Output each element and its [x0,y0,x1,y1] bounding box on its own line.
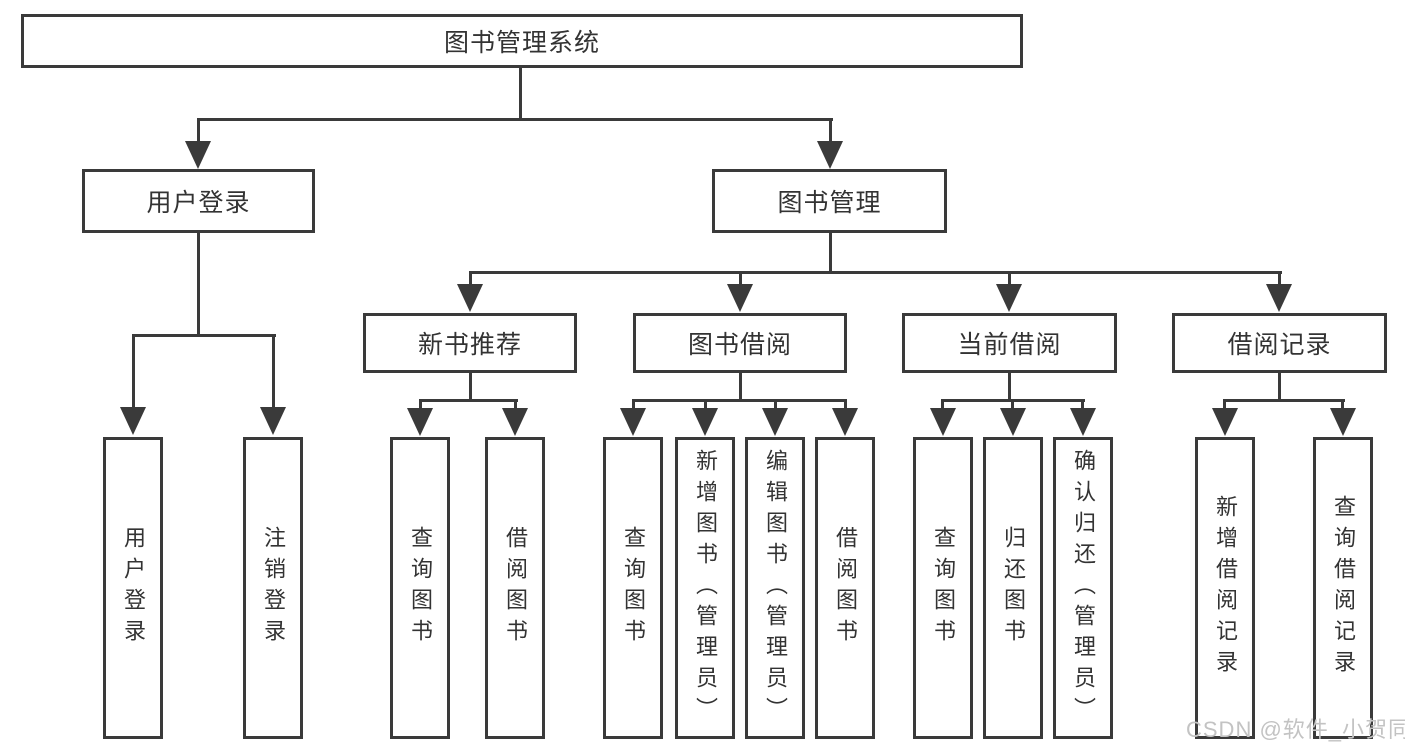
node-label: 当前借阅 [957,331,1062,359]
arrowhead-icon [502,408,528,436]
connector-line [1008,271,1011,288]
arrowhead-icon [727,284,753,312]
node-system-root: 图书管理系统 [21,14,1023,68]
arrowhead-icon [457,284,483,312]
connector-line [272,334,275,412]
connector-line [1223,399,1226,412]
leaf-logout: 注销登录 [243,437,303,739]
node-label: 注销登录 [261,526,286,650]
connector-line [632,399,635,412]
connector-line [519,68,522,121]
connector-line [514,399,517,412]
leaf-edit-books-admin: 编辑图书（管理员） [745,437,805,739]
leaf-query-books-current: 查询图书 [913,437,973,739]
arrowhead-icon [996,284,1022,312]
node-label: 用户登录 [121,526,146,650]
connector-line [197,118,200,146]
connector-line [774,399,777,412]
leaf-user-login: 用户登录 [103,437,163,739]
arrowhead-icon [620,408,646,436]
arrowhead-icon [260,407,286,435]
node-label: 借阅图书 [833,526,858,650]
arrowhead-icon [1070,408,1096,436]
node-label: 查询图书 [408,526,433,650]
node-label: 归还图书 [1001,526,1026,650]
node-current-borrowing: 当前借阅 [902,313,1117,373]
connector-line [704,399,707,412]
connector-line [469,271,472,288]
connector-line [1011,399,1014,412]
node-user-login: 用户登录 [82,169,315,233]
connector-line [419,399,422,412]
connector-line [469,373,472,402]
node-label: 确认归还（管理员） [1071,448,1096,728]
arrowhead-icon [1266,284,1292,312]
leaf-borrow-books-new: 借阅图书 [485,437,545,739]
connector-line [632,399,847,402]
connector-line [197,118,833,121]
arrowhead-icon [120,407,146,435]
arrowhead-icon [692,408,718,436]
arrowhead-icon [185,141,211,169]
node-label: 查询图书 [621,526,646,650]
leaf-confirm-return-admin: 确认归还（管理员） [1053,437,1113,739]
node-label: 新增图书（管理员） [693,448,718,728]
leaf-query-books-new: 查询图书 [390,437,450,739]
connector-line [1278,271,1281,288]
arrowhead-icon [762,408,788,436]
arrowhead-icon [817,141,843,169]
connector-line [739,271,742,288]
arrowhead-icon [930,408,956,436]
connector-line [419,399,518,402]
connector-line [469,271,1282,274]
node-label: 新增借阅记录 [1213,495,1238,681]
connector-line [1008,373,1011,402]
node-book-management: 图书管理 [712,169,947,233]
arrowhead-icon [1212,408,1238,436]
connector-line [1224,399,1345,402]
node-label: 查询借阅记录 [1331,495,1356,681]
connector-line [1278,373,1281,402]
connector-line [941,399,944,412]
node-label: 图书管理系统 [443,29,600,57]
connector-line [829,118,832,146]
node-label: 借阅图书 [503,526,528,650]
connector-line [132,334,135,412]
leaf-return-books: 归还图书 [983,437,1043,739]
leaf-borrow-books-borrow: 借阅图书 [815,437,875,739]
node-label: 借阅记录 [1227,331,1332,359]
node-new-book-recommendation: 新书推荐 [363,313,577,373]
leaf-add-books-admin: 新增图书（管理员） [675,437,735,739]
node-label: 新书推荐 [417,331,522,359]
connector-line [1341,399,1344,412]
leaf-query-books-borrow: 查询图书 [603,437,663,739]
leaf-add-borrow-record: 新增借阅记录 [1195,437,1255,739]
node-label: 图书管理 [777,189,882,217]
arrowhead-icon [1330,408,1356,436]
connector-line [1081,399,1084,412]
arrowhead-icon [1000,408,1026,436]
watermark: CSDN @软件_小贺同学 [1186,717,1405,742]
node-book-borrowing: 图书借阅 [633,313,847,373]
connector-line [829,233,832,274]
connector-line [132,334,276,337]
arrowhead-icon [832,408,858,436]
connector-line [739,373,742,402]
arrowhead-icon [407,408,433,436]
node-label: 查询图书 [931,526,956,650]
node-label: 编辑图书（管理员） [763,448,788,728]
node-borrowing-records: 借阅记录 [1172,313,1387,373]
node-label: 图书借阅 [687,331,792,359]
connector-line [844,399,847,412]
node-label: 用户登录 [146,189,251,217]
leaf-query-borrow-record: 查询借阅记录 [1313,437,1373,739]
connector-line [197,233,200,336]
